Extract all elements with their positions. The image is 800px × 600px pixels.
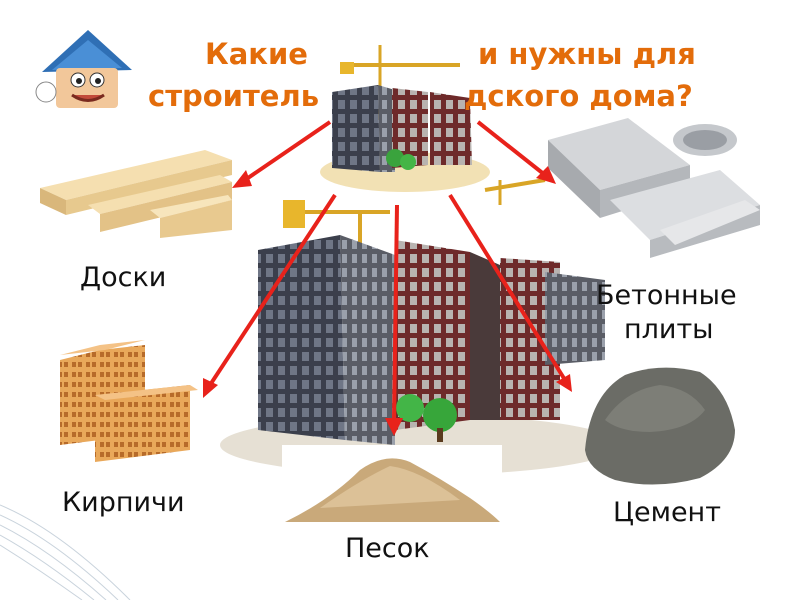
- big-buildings: [220, 200, 620, 475]
- label-boards: Доски: [80, 262, 166, 293]
- title-line1-right: и нужны для: [478, 37, 696, 71]
- corner-decoration: [0, 505, 130, 600]
- cement-illustration: [585, 368, 735, 485]
- sand-illustration: [282, 445, 502, 535]
- boards-illustration: [40, 150, 232, 238]
- label-cement: Цемент: [613, 497, 721, 528]
- title-line2-right: дского дома?: [464, 79, 693, 113]
- concrete-slabs-illustration: [548, 118, 760, 258]
- label-concrete-slabs-line2: плиты: [624, 314, 714, 345]
- house-mascot-icon: [36, 30, 132, 108]
- label-sand: Песок: [345, 533, 430, 564]
- title-line2-left: строитель: [148, 79, 319, 113]
- label-concrete-slabs-line1: Бетонные: [596, 280, 737, 311]
- title-line1-left: Какие: [205, 37, 308, 71]
- arrow-head-icon: [232, 170, 252, 188]
- label-bricks: Кирпичи: [62, 487, 185, 518]
- bricks-illustration: [60, 340, 198, 462]
